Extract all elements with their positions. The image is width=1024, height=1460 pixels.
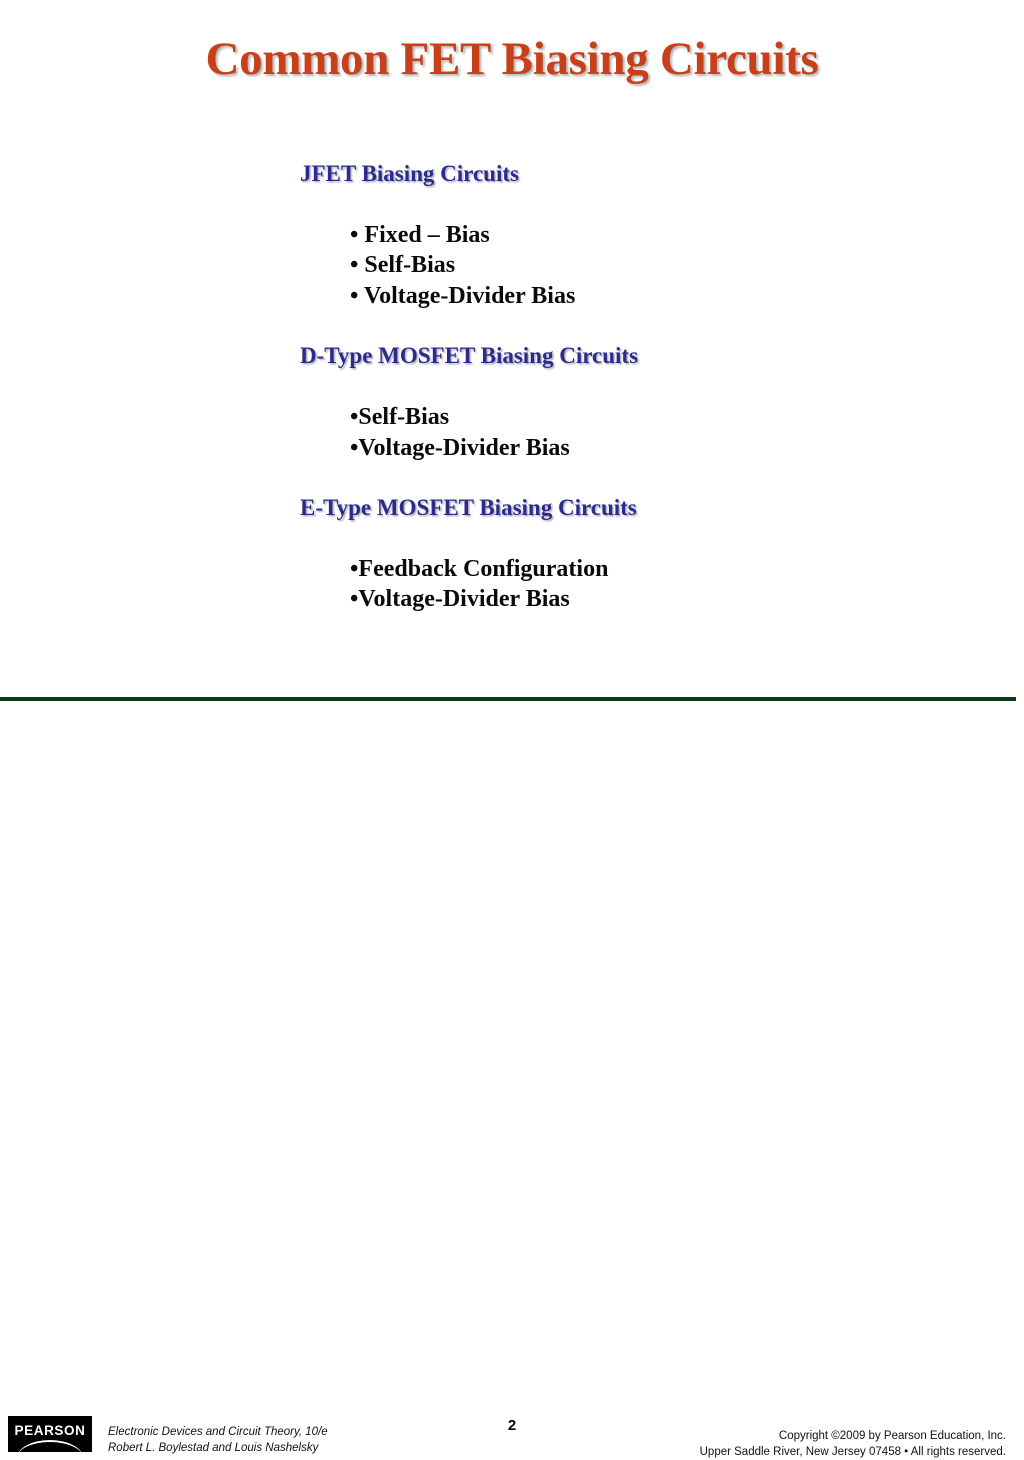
list-item: •Voltage-Divider Bias — [350, 433, 960, 464]
copyright-notice: Copyright ©2009 by Pearson Education, In… — [700, 1429, 1006, 1460]
spacer — [300, 311, 960, 342]
copyright-line-2: Upper Saddle River, New Jersey 07458 • A… — [700, 1445, 1006, 1460]
slide-content: JFET Biasing Circuits • Fixed – Bias • S… — [300, 160, 960, 615]
footer-divider — [0, 697, 1016, 701]
pearson-logo-arc-icon — [17, 1440, 83, 1452]
list-item: •Voltage-Divider Bias — [350, 584, 960, 615]
group-heading-d-type-mosfet: D-Type MOSFET Biasing Circuits — [300, 342, 960, 371]
bullet-list-e-type-mosfet: •Feedback Configuration •Voltage-Divider… — [350, 554, 960, 615]
slide-footer: PEARSON Electronic Devices and Circuit T… — [0, 703, 1024, 768]
bullet-list-jfet: • Fixed – Bias • Self-Bias • Voltage-Div… — [350, 220, 960, 312]
list-item: • Voltage-Divider Bias — [350, 281, 960, 312]
page-title: Common FET Biasing Circuits — [0, 34, 1024, 86]
content-group-jfet: JFET Biasing Circuits • Fixed – Bias • S… — [300, 160, 960, 311]
list-item: •Self-Bias — [350, 402, 960, 433]
list-item: • Self-Bias — [350, 250, 960, 281]
content-group-e-type-mosfet: E-Type MOSFET Biasing Circuits •Feedback… — [300, 494, 960, 615]
list-item: •Feedback Configuration — [350, 554, 960, 585]
book-authors: Robert L. Boylestad and Louis Nashelsky — [108, 1441, 328, 1457]
bullet-list-d-type-mosfet: •Self-Bias •Voltage-Divider Bias — [350, 402, 960, 463]
list-item: • Fixed – Bias — [350, 220, 960, 251]
content-group-d-type-mosfet: D-Type MOSFET Biasing Circuits •Self-Bia… — [300, 342, 960, 463]
group-heading-jfet: JFET Biasing Circuits — [300, 160, 960, 189]
spacer — [300, 189, 960, 220]
slide: Common FET Biasing Circuits JFET Biasing… — [0, 0, 1024, 768]
spacer — [300, 523, 960, 554]
group-heading-e-type-mosfet: E-Type MOSFET Biasing Circuits — [300, 494, 960, 523]
copyright-line-1: Copyright ©2009 by Pearson Education, In… — [700, 1429, 1006, 1445]
spacer — [300, 463, 960, 494]
spacer — [300, 371, 960, 402]
